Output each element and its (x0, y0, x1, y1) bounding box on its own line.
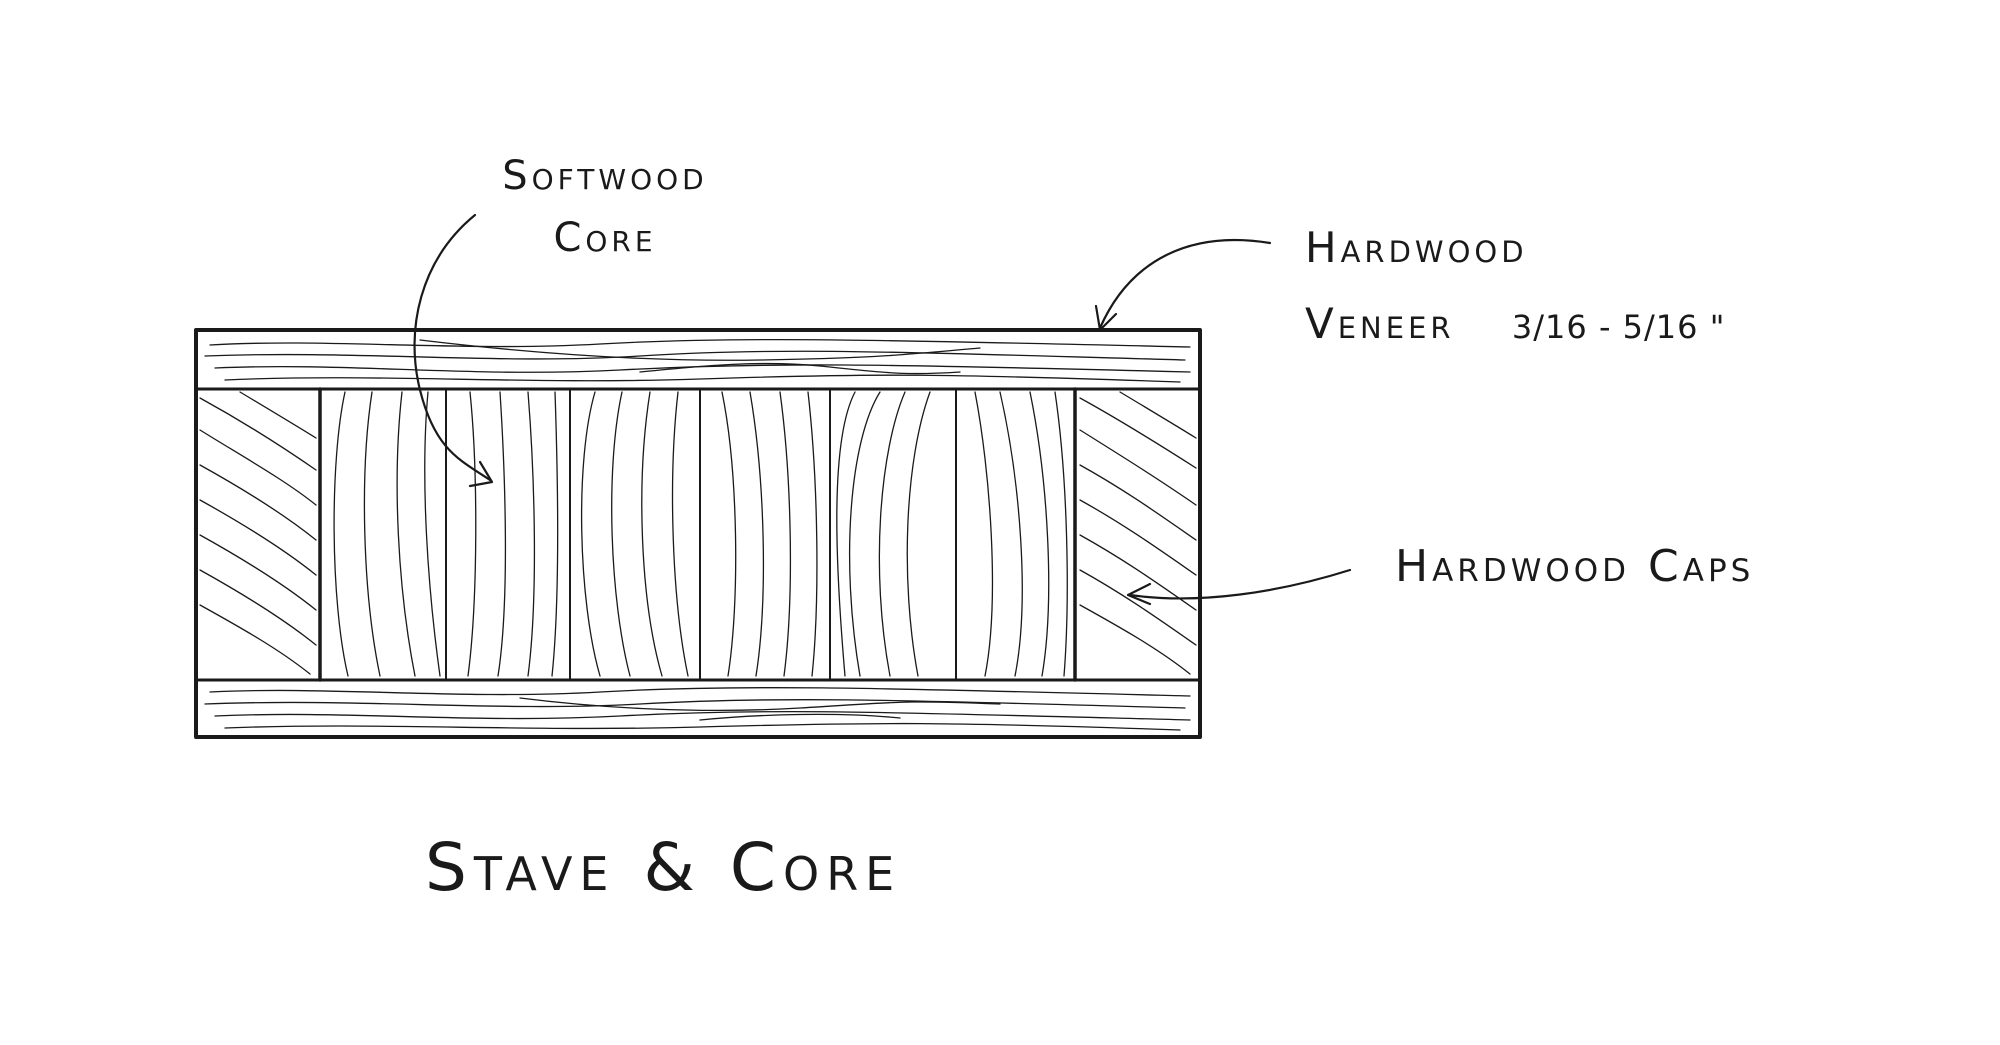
hardwood-caps-leader (1126, 568, 1352, 606)
diagram-title: Stave & Core (425, 829, 902, 906)
panel-outline (194, 328, 1202, 739)
bottom-veneer-grain (204, 686, 1191, 731)
softwood-core-leader (413, 213, 494, 488)
hardwood-veneer-label: Hardwood Veneer 3/16 - 5/16 " (1305, 210, 1725, 365)
hardwood-veneer-line1: Hardwood (1305, 223, 1528, 272)
stave-separators (445, 388, 957, 681)
right-cap-grain (1079, 391, 1197, 675)
hardwood-veneer-line2: Veneer (1305, 299, 1455, 348)
softwood-core-label: Softwood Core (502, 153, 708, 261)
hardwood-veneer-leader (1094, 238, 1272, 332)
hardwood-caps-label: Hardwood Caps (1395, 541, 1755, 592)
stave-grain (333, 391, 1068, 677)
top-veneer-grain (204, 338, 1191, 383)
left-cap-grain (199, 391, 317, 675)
veneer-thickness: 3/16 - 5/16 " (1511, 308, 1726, 346)
